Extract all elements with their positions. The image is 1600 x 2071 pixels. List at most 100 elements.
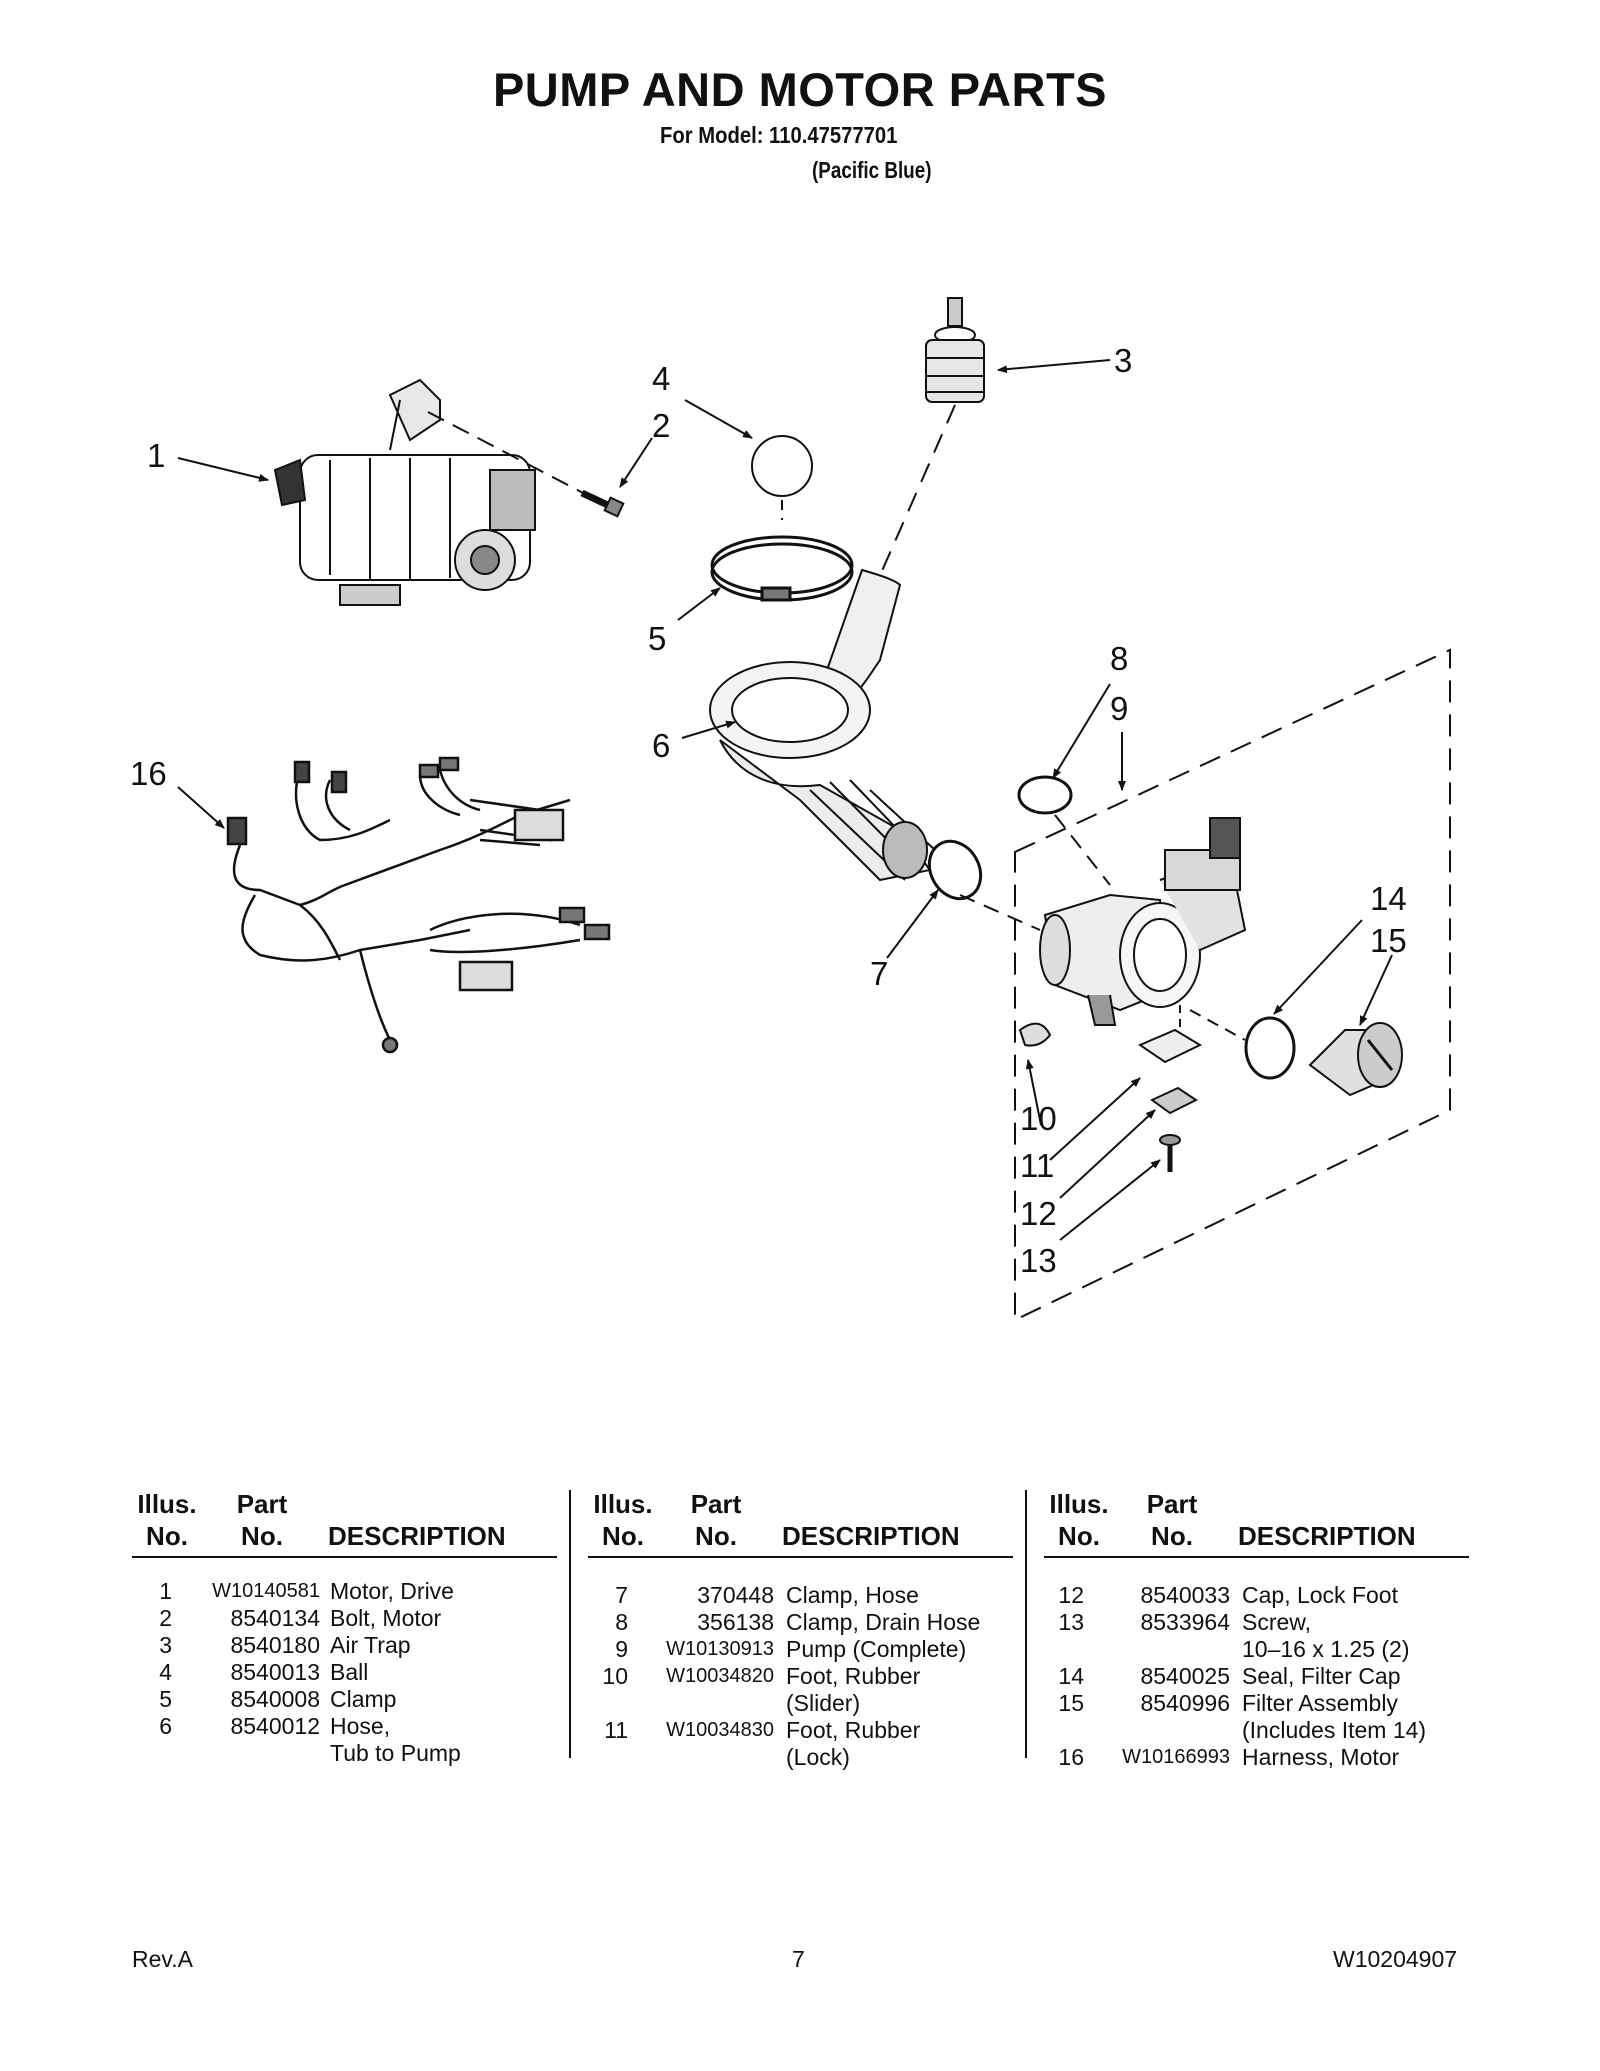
illus-header: Illus. No. xyxy=(1049,1489,1109,1551)
illus-number: 11 xyxy=(604,1717,628,1743)
part-number: 8540033 xyxy=(1140,1582,1230,1608)
table-row: 10 W10034820 Foot, Rubber (Slider) xyxy=(588,1663,1013,1717)
table-row: 16 W10166993 Harness, Motor xyxy=(1044,1744,1469,1771)
filter-assembly-drawing xyxy=(1308,1022,1403,1097)
part-header: Part No. xyxy=(236,1489,288,1551)
illus-number: 4 xyxy=(159,1659,172,1685)
revision-label: Rev.A xyxy=(132,1946,193,1972)
page-number: 7 xyxy=(792,1946,805,1972)
header-rule xyxy=(132,1556,557,1558)
description: Hose, xyxy=(330,1713,391,1739)
table-row: 15 8540996 Filter Assembly (Includes Ite… xyxy=(1044,1690,1469,1744)
parts-table-column-1: Illus. No. Part No. DESCRIPTION 1 W10140… xyxy=(132,1488,557,1766)
callout-16: 16 xyxy=(130,755,167,792)
description: Seal, Filter Cap xyxy=(1242,1663,1401,1689)
description-continued: (Includes Item 14) xyxy=(1242,1717,1427,1743)
description-continued: Tub to Pump xyxy=(330,1740,461,1766)
illus-number: 1 xyxy=(159,1578,172,1604)
parts-table-column-2: Illus. No. Part No. DESCRIPTION 7 370448… xyxy=(588,1488,1013,1770)
part-number: 8540012 xyxy=(230,1713,320,1739)
callout-10: 10 xyxy=(1020,1100,1057,1137)
model-line: For Model: 110.47577701 xyxy=(660,122,898,148)
callout-11: 11 xyxy=(1020,1147,1054,1184)
part-number: W10034830 xyxy=(666,1719,774,1741)
motor-harness-drawing xyxy=(226,756,611,1054)
exploded-parts-diagram: 1 2 3 4 5 6 7 8 9 10 11 12 13 14 15 16 xyxy=(130,297,1451,1322)
callout-6: 6 xyxy=(652,727,670,764)
column-divider xyxy=(569,1490,571,1758)
filter-cap-seal-drawing xyxy=(1244,1016,1296,1080)
part-header: Part No. xyxy=(690,1489,742,1551)
screw-drawing xyxy=(1159,1134,1181,1172)
description-continued: 10–16 x 1.25 (2) xyxy=(1242,1636,1410,1662)
callout-14: 14 xyxy=(1370,880,1407,917)
callout-7: 7 xyxy=(870,955,888,992)
table-row: 5 8540008 Clamp xyxy=(132,1686,557,1713)
table-row: 13 8533964 Screw, 10–16 x 1.25 (2) xyxy=(1044,1609,1469,1663)
part-number: 8540134 xyxy=(230,1605,320,1631)
part-number: 356138 xyxy=(697,1609,774,1635)
table-row: 7 370448 Clamp, Hose xyxy=(588,1582,1013,1609)
illus-number: 2 xyxy=(159,1605,172,1631)
part-number: 8540013 xyxy=(230,1659,320,1685)
description-header: DESCRIPTION xyxy=(328,1521,506,1551)
air-trap-drawing xyxy=(925,297,985,403)
illus-number: 3 xyxy=(159,1632,172,1658)
description: Pump (Complete) xyxy=(786,1636,967,1662)
description-continued: (Slider) xyxy=(786,1690,861,1716)
description: Clamp, Drain Hose xyxy=(786,1609,981,1635)
callout-8: 8 xyxy=(1110,640,1128,677)
description: Filter Assembly xyxy=(1242,1690,1398,1716)
callout-5: 5 xyxy=(648,620,666,657)
page-title: PUMP AND MOTOR PARTS xyxy=(492,63,1108,116)
part-number: 8533964 xyxy=(1140,1609,1230,1635)
callout-1: 1 xyxy=(147,437,165,474)
illus-header: Illus. No. xyxy=(593,1489,653,1551)
illus-number: 7 xyxy=(615,1582,628,1608)
description: Bolt, Motor xyxy=(330,1605,442,1631)
part-number: 8540025 xyxy=(1140,1663,1230,1689)
part-number: W10034820 xyxy=(666,1665,774,1687)
header-rule xyxy=(588,1556,1013,1558)
color-variant: (Pacific Blue) xyxy=(812,157,932,183)
description: Motor, Drive xyxy=(330,1578,454,1604)
part-number: W10166993 xyxy=(1122,1746,1230,1768)
table-row: 9 W10130913 Pump (Complete) xyxy=(588,1636,1013,1663)
callout-2: 2 xyxy=(652,407,670,444)
callout-12: 12 xyxy=(1020,1195,1057,1232)
callout-9: 9 xyxy=(1110,690,1128,727)
table-row: 6 8540012 Hose, Tub to Pump xyxy=(132,1713,557,1767)
illus-number: 9 xyxy=(615,1636,628,1662)
table-row: 4 8540013 Ball xyxy=(132,1659,557,1686)
illus-number: 5 xyxy=(159,1686,172,1712)
description: Clamp, Hose xyxy=(786,1582,919,1608)
drive-motor-drawing xyxy=(273,378,536,606)
callout-4: 4 xyxy=(652,360,670,397)
description-continued: (Lock) xyxy=(786,1744,850,1770)
lock-foot-drawing xyxy=(1137,1028,1203,1064)
document-number: W10204907 xyxy=(1333,1946,1458,1972)
part-number: 8540180 xyxy=(230,1632,320,1658)
hose-clamp-drawing xyxy=(927,839,983,901)
description: Foot, Rubber xyxy=(786,1663,921,1689)
slider-foot-drawing xyxy=(1018,1022,1052,1047)
part-number: 8540008 xyxy=(230,1686,320,1712)
table-row: 11 W10034830 Foot, Rubber (Lock) xyxy=(588,1717,1013,1771)
callout-3: 3 xyxy=(1114,342,1132,379)
illus-number: 8 xyxy=(615,1609,628,1635)
part-number: W10140581 xyxy=(212,1580,320,1602)
part-number: 370448 xyxy=(697,1582,774,1608)
header-rule xyxy=(1044,1556,1469,1558)
table-row: 14 8540025 Seal, Filter Cap xyxy=(1044,1663,1469,1690)
part-number: W10130913 xyxy=(666,1638,774,1660)
part-header: Part No. xyxy=(1146,1489,1198,1551)
motor-bolt-drawing xyxy=(580,489,625,518)
callout-13: 13 xyxy=(1020,1242,1057,1279)
lock-foot-cap-drawing xyxy=(1150,1086,1198,1115)
ball-drawing xyxy=(751,435,813,497)
description-header: DESCRIPTION xyxy=(782,1521,960,1551)
column-divider xyxy=(1025,1490,1027,1758)
illus-number: 10 xyxy=(602,1663,628,1689)
description: Screw, xyxy=(1242,1609,1312,1635)
part-number: 8540996 xyxy=(1140,1690,1230,1716)
